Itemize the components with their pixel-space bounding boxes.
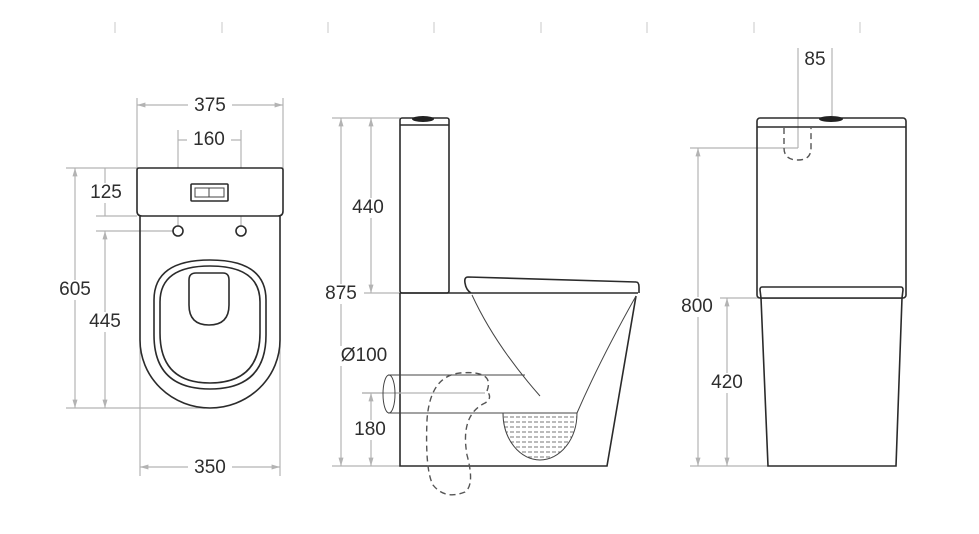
dim-outlet-height: 180 bbox=[354, 419, 386, 440]
seat-front bbox=[759, 286, 904, 299]
seat-side bbox=[464, 276, 640, 294]
front-view-dimensions bbox=[690, 48, 833, 467]
dim-overall-height: 875 bbox=[325, 283, 357, 304]
dim-bolt-spacing: 160 bbox=[193, 129, 225, 150]
outlet-pipe bbox=[388, 374, 525, 414]
dim-bowl-width: 350 bbox=[194, 457, 226, 478]
seat-outer bbox=[153, 259, 267, 390]
flush-button-icon bbox=[190, 183, 229, 202]
bowl-outline bbox=[139, 216, 281, 409]
dim-tank-height: 440 bbox=[352, 197, 384, 218]
s-trap-dashed bbox=[425, 371, 491, 496]
flush-button-front bbox=[819, 116, 843, 122]
top-view: 375 160 125 605 445 350 bbox=[54, 95, 284, 478]
bowl-rear-curve bbox=[576, 295, 637, 414]
pan-front bbox=[760, 297, 903, 467]
outlet-pipe-end bbox=[382, 374, 396, 414]
front-view: 85 800 420 bbox=[676, 48, 907, 467]
bolt-hole-left bbox=[172, 225, 184, 237]
dim-bolt-to-front: 445 bbox=[89, 311, 121, 332]
cistern-side bbox=[399, 117, 450, 294]
dim-inlet-height: 800 bbox=[681, 296, 713, 317]
seat-inner bbox=[159, 265, 261, 384]
flush-button-side bbox=[412, 116, 434, 122]
dim-overall-width: 375 bbox=[194, 95, 226, 116]
scale-ticks bbox=[114, 22, 861, 33]
pan-body bbox=[399, 292, 638, 467]
dim-inlet-offset: 85 bbox=[804, 49, 825, 70]
dim-outlet-diameter: Ø100 bbox=[341, 345, 387, 366]
inlet-dashed bbox=[783, 128, 812, 161]
dim-seat-height: 420 bbox=[711, 372, 743, 393]
cistern-top bbox=[136, 167, 284, 217]
dim-overall-length: 605 bbox=[59, 279, 91, 300]
cistern-front bbox=[756, 117, 907, 299]
bolt-hole-right bbox=[235, 225, 247, 237]
lid-hinge bbox=[188, 272, 230, 326]
bowl-front-curve bbox=[471, 294, 541, 397]
dim-tank-depth: 125 bbox=[90, 182, 122, 203]
water-trap bbox=[502, 412, 578, 461]
side-view: 440 875 Ø100 180 bbox=[320, 116, 640, 496]
top-view-dimensions bbox=[66, 98, 284, 476]
